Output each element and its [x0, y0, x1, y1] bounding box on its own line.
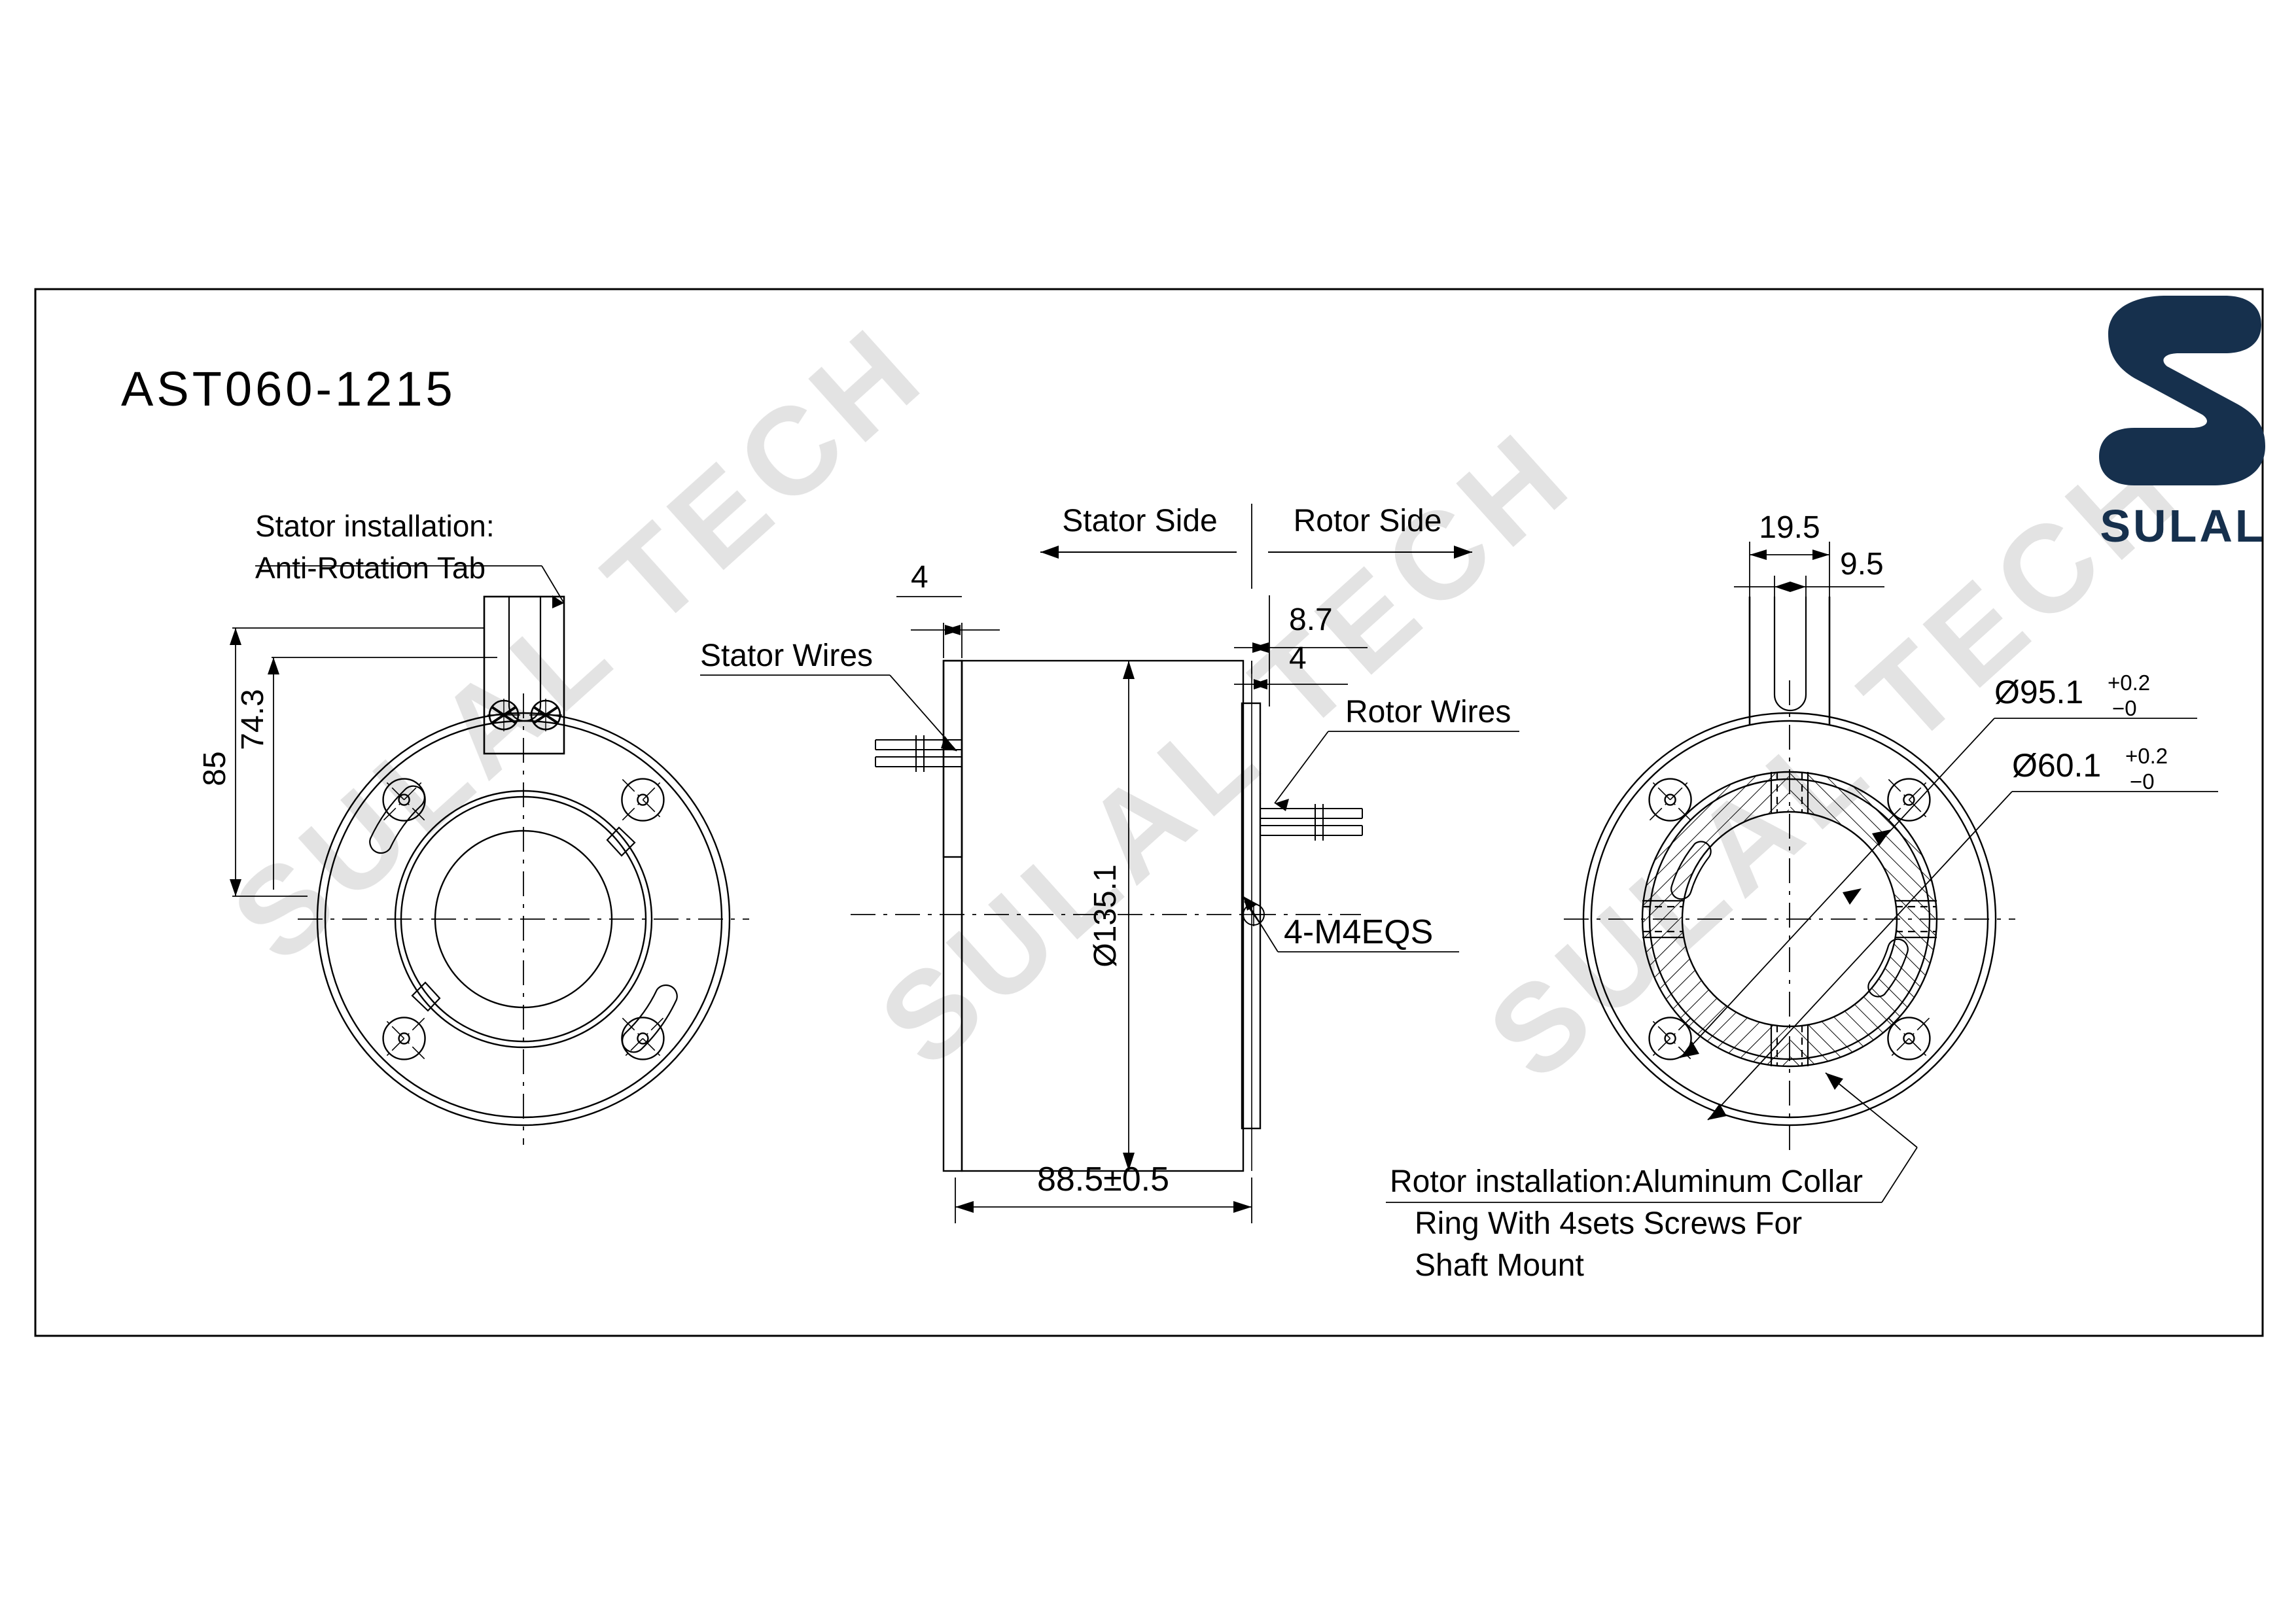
left-view: 85 74.3 Stator installation: Anti-Rotati… [198, 509, 749, 1145]
left-outer-circle [316, 712, 731, 1126]
middle-rotor-plate [1241, 661, 1262, 1171]
right-view: 19.5 9.5 Ø95.1 +0.2 −0 Ø60.1 +0.2 −0 [1386, 510, 2218, 1283]
middle-dim-length: 88.5±0.5 [955, 1161, 1252, 1223]
right-dim-95-label: 9.5 [1840, 547, 1884, 582]
left-tab-screw [487, 699, 520, 731]
page-title: AST060-1215 [121, 362, 456, 416]
right-note-rotor-installation: Rotor installation:Aluminum Collar Ring … [1386, 1072, 1918, 1283]
left-dim-85-label: 85 [198, 751, 232, 786]
left-arc-slots [369, 785, 678, 1053]
middle-dim-length-label: 88.5±0.5 [1037, 1161, 1169, 1198]
middle-left-flange [942, 659, 963, 1172]
right-dim-id-tol-lower: −0 [2130, 769, 2155, 794]
middle-dim-diameter: Ø135.1 [1088, 661, 1135, 1171]
sulal-logo: SULAL [2099, 296, 2265, 551]
left-callout-line2: Anti-Rotation Tab [255, 551, 486, 585]
middle-dim-diameter-label: Ø135.1 [1088, 864, 1123, 967]
right-dim-od-label: Ø95.1 [1994, 674, 2083, 710]
middle-callout-thread: 4-M4EQS [1243, 896, 1459, 952]
right-note-line3: Shaft Mount [1415, 1248, 1584, 1283]
left-dim-85: 85 [198, 627, 484, 897]
left-callout-anti-rotation-tab: Stator installation: Anti-Rotation Tab [255, 509, 565, 608]
right-note-line1: Rotor installation:Aluminum Collar [1390, 1164, 1863, 1199]
left-mounting-holes [382, 778, 665, 1060]
middle-dim-rotor-plate: 4 [1234, 641, 1348, 689]
right-dim-195-label: 19.5 [1759, 510, 1820, 545]
left-key-notches [411, 826, 636, 1012]
right-dim-id-tol-upper: +0.2 [2125, 744, 2168, 768]
middle-dim-4-label: 4 [911, 560, 928, 595]
left-tab-screw [529, 699, 562, 731]
middle-stator-wires [875, 735, 962, 772]
right-callout-od: Ø95.1 +0.2 −0 [1680, 671, 2197, 1058]
left-dim-743-label: 74.3 [236, 689, 270, 750]
right-callout-id: Ø60.1 +0.2 −0 [1707, 744, 2218, 1121]
right-collar-screw-slots [1642, 772, 1937, 1066]
middle-side-labels: Stator Side Rotor Side [1040, 504, 1472, 589]
middle-rotor-side-label: Rotor Side [1294, 504, 1442, 538]
left-bore-circle [434, 829, 613, 1009]
middle-view: Stator Side Rotor Side 4 8.7 4 [700, 504, 1519, 1223]
right-collar-od [1641, 771, 1938, 1068]
right-collar-od-inner [1648, 778, 1931, 1060]
left-view-centerlines [298, 693, 749, 1145]
right-anti-rotation-tab [1748, 597, 1831, 725]
drawing-frame-border [34, 288, 2264, 1337]
middle-dim-87-label: 8.7 [1289, 602, 1333, 637]
middle-callout-rotor-wires: Rotor Wires [1274, 695, 1519, 811]
left-anti-rotation-tab [483, 595, 565, 755]
right-dim-od-tol-lower: −0 [2112, 696, 2137, 720]
middle-thread-note-label: 4-M4EQS [1284, 913, 1433, 951]
middle-stator-wires-label: Stator Wires [700, 638, 873, 673]
logo-s-mark [2099, 296, 2265, 485]
middle-stator-side-label: Stator Side [1062, 504, 1217, 538]
right-arc-slots [1670, 841, 1909, 998]
left-callout-line1: Stator installation: [255, 509, 495, 543]
right-mounting-holes [1648, 778, 1931, 1060]
middle-callout-stator-wires: Stator Wires [700, 638, 957, 752]
middle-dim-flange-thickness: 4 [896, 560, 1000, 658]
right-dim-tab: 19.5 9.5 [1734, 510, 1884, 608]
right-collar-ring-hatch [1531, 661, 2055, 1184]
logo-wordmark: SULAL [2100, 500, 2265, 551]
middle-dim-8-7: 8.7 [1234, 595, 1368, 707]
middle-rotor-wires-label: Rotor Wires [1345, 695, 1511, 729]
right-note-line2: Ring With 4sets Screws For [1415, 1206, 1802, 1241]
right-dim-od-tol-upper: +0.2 [2108, 671, 2150, 695]
right-dim-id-label: Ø60.1 [2012, 747, 2101, 784]
right-collar-id [1681, 811, 1898, 1028]
middle-rotor-wires [1260, 804, 1363, 841]
left-mid-circle [394, 790, 653, 1049]
left-mid-circle-inner [400, 795, 647, 1043]
middle-dim-4b-label: 4 [1289, 641, 1307, 676]
left-dim-743: 74.3 [236, 657, 497, 890]
